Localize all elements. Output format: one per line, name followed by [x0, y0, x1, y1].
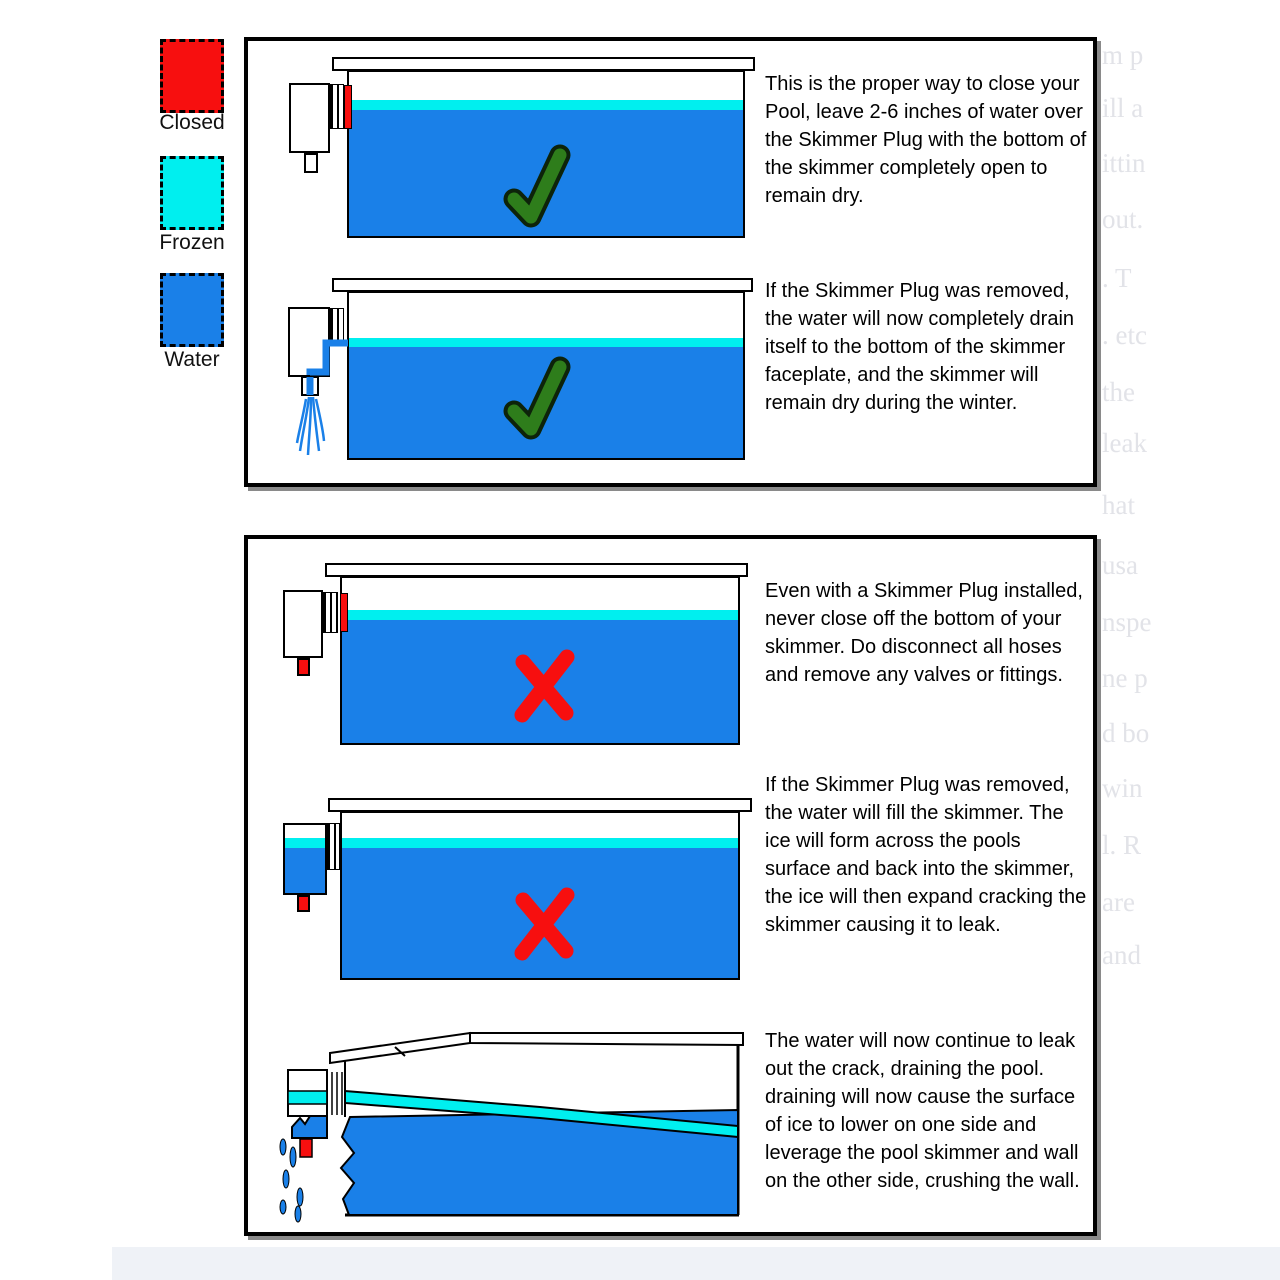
skimmer-faceplate — [327, 823, 340, 870]
skimmer-drain-closed — [297, 658, 310, 676]
skimmer-drain-open — [304, 153, 318, 173]
frozen-layer — [349, 338, 743, 347]
background-text-fragments: m p ill a ittin out. . T . etc the leak hat usa ns… — [1102, 0, 1280, 1000]
pool-top-rail — [332, 278, 753, 292]
caption-never-close-bottom: Even with a Skimmer Plug installed, neve… — [765, 580, 1083, 686]
frozen-layer — [342, 838, 738, 848]
legend-label-frozen: Frozen — [159, 231, 225, 254]
background-text-fragment: the — [1102, 377, 1135, 407]
background-text-fragment: nspe — [1102, 607, 1152, 637]
skimmer-plug-closed — [344, 85, 352, 129]
caption-leak-crushes-wall: The water will now continue to leak out … — [765, 1030, 1080, 1192]
legend-swatch-closed — [160, 39, 224, 113]
background-text-fragment: out. — [1102, 204, 1144, 234]
background-text-fragment: are — [1102, 887, 1135, 917]
legend-label-closed: Closed — [159, 111, 225, 134]
background-text-fragment: l. R — [1102, 830, 1142, 860]
caption-ice-cracks-skimmer: If the Skimmer Plug was removed, the wat… — [765, 774, 1087, 936]
background-text-fragment: d bo — [1102, 718, 1150, 748]
legend-swatch-frozen — [160, 156, 224, 230]
rejected-x-icon — [514, 887, 575, 961]
pool-top-rail — [332, 57, 755, 71]
skimmer-faceplate — [323, 592, 338, 633]
approved-check-icon — [503, 356, 571, 440]
background-text-fragment: ne p — [1102, 663, 1148, 693]
background-text-fragment: ill a — [1102, 93, 1144, 123]
diagram-crushed-wall-leaking — [279, 1031, 744, 1223]
water-in-skimmer — [285, 848, 325, 893]
caption-proper-unplugged: If the Skimmer Plug was removed, the wat… — [765, 280, 1075, 414]
background-text-fragment: m p — [1102, 40, 1144, 70]
frozen-layer-in-skimmer — [285, 838, 325, 848]
background-text-fragment: leak — [1102, 428, 1147, 458]
skimmer-faceplate — [330, 84, 344, 129]
skimmer-drain-closed — [297, 895, 310, 912]
approved-check-icon — [503, 144, 571, 228]
background-text-fragment: . etc — [1102, 320, 1147, 350]
background-text-fragment: win — [1102, 773, 1143, 803]
background-text-fragment: usa — [1102, 550, 1138, 580]
drain-flow-and-spray — [295, 339, 348, 456]
background-text-fragment: hat — [1102, 490, 1135, 520]
skimmer-plug-closed — [340, 593, 348, 632]
skimmer-body — [289, 83, 330, 153]
skimmer-body-flooded — [283, 823, 327, 895]
frozen-layer — [342, 610, 738, 620]
pool-wall — [347, 70, 745, 238]
page-bottom-strip — [112, 1247, 1280, 1280]
pool-top-rail — [328, 798, 752, 812]
legend-swatch-water — [160, 273, 224, 347]
frozen-layer — [349, 100, 743, 110]
legend-label-water: Water — [164, 348, 220, 371]
background-text-fragment: ittin — [1102, 148, 1146, 178]
background-text-fragment: and — [1102, 940, 1141, 970]
rejected-x-icon — [514, 649, 575, 723]
caption-proper-plugged: This is the proper way to close your Poo… — [765, 73, 1087, 207]
background-text-fragment: . T — [1102, 263, 1132, 293]
pool-top-rail — [325, 563, 748, 577]
skimmer-body — [283, 590, 323, 658]
